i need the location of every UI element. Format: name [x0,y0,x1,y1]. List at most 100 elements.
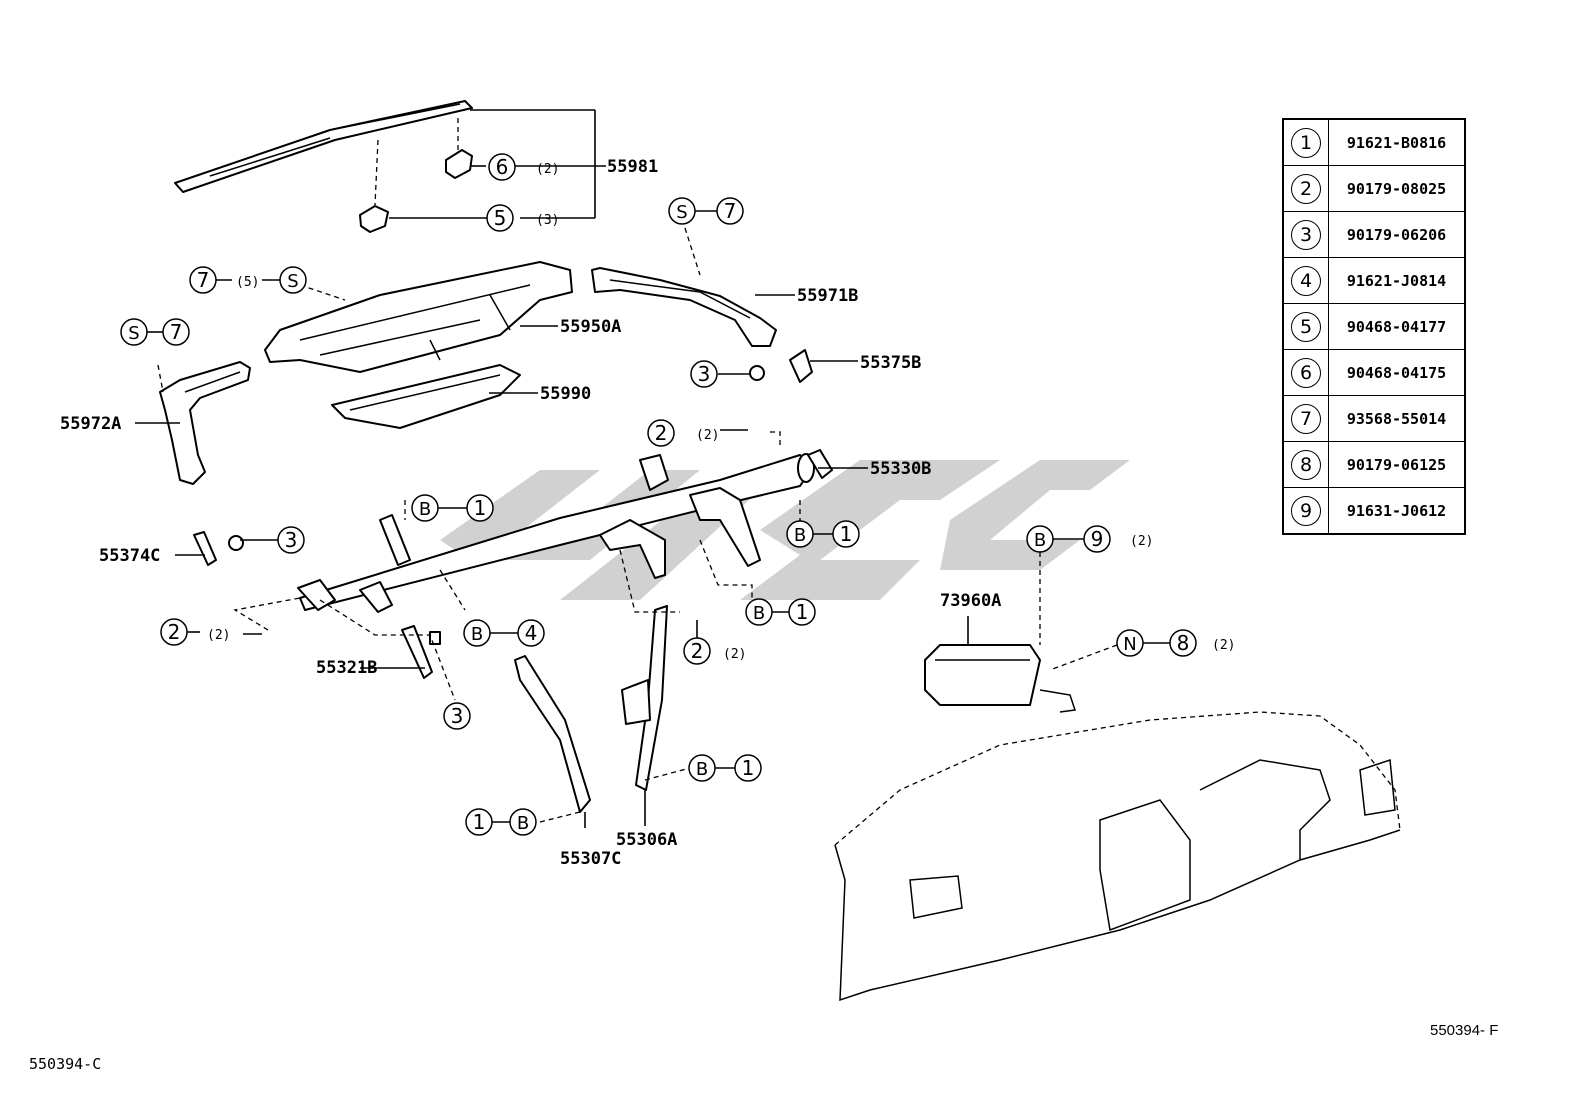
bracket-55374C [193,531,244,566]
callout-number: 7 [170,320,183,344]
label-55950A: 55950A [560,317,621,337]
qty-label: (3) [536,213,559,228]
parts-table-code: 91631-J0612 [1328,487,1466,535]
defroster-nozzle-55981 [174,100,473,233]
parts-table-code: 91621-J0814 [1328,257,1466,304]
part-labels: 55981 55971B 55950A 55375B 55990 55972A … [60,157,1001,869]
callout-number: 1 [742,756,755,780]
ref-number: 9 [1291,495,1321,526]
ref-number: 1 [1291,127,1321,158]
parts-table-ref: 8 [1282,441,1329,488]
callout-number: 7 [197,268,210,292]
callout-letter: B [753,603,765,624]
brace-55307C [514,655,591,813]
callout-number: 2 [168,620,181,644]
callout-letter: B [517,813,529,834]
callout-letter: S [128,323,139,344]
callout-letter: S [287,271,298,292]
parts-table-ref: 4 [1282,257,1329,304]
ref-number: 7 [1291,403,1321,434]
callout-number: 1 [796,600,809,624]
callout-letter: B [794,525,806,546]
callout-letter: N [1123,634,1136,655]
parts-table-ref: 2 [1282,165,1329,212]
ref-number: 5 [1291,311,1321,342]
qty-label: (2) [207,628,230,643]
drawing-code-right: 550394- F [1430,1022,1499,1039]
airbag-assembly-73960A [924,644,1076,713]
callout-letter: B [696,759,708,780]
ref-number: 4 [1291,265,1321,296]
qty-label: (2) [1130,534,1153,549]
label-73960A: 73960A [940,591,1001,611]
label-55374C: 55374C [99,546,160,566]
bracket-55375B [749,349,813,383]
label-55330B: 55330B [870,459,931,479]
parts-table-ref: 1 [1282,118,1329,166]
qty-label: (2) [696,428,719,443]
brace-55306A [621,605,668,791]
callout-number: 6 [496,155,509,179]
qty-label: (2) [536,162,559,177]
parts-table-code: 93568-55014 [1328,395,1466,442]
callout-number: 9 [1091,527,1104,551]
ref-number: 2 [1291,173,1321,204]
callout-number: 1 [474,496,487,520]
parts-table-code: 90179-06125 [1328,441,1466,488]
callout-number: 8 [1177,631,1190,655]
callout-number: 3 [698,362,711,386]
parts-table-ref: 9 [1282,487,1329,535]
instrument-panel-outline [834,711,1401,1002]
drawing-code-left: 550394-C [29,1055,102,1073]
callout-number: 7 [724,199,737,223]
label-55321B: 55321B [316,658,377,678]
qty-label: (2) [723,647,746,662]
ref-number: 3 [1291,219,1321,250]
parts-table-code: 90179-06206 [1328,211,1466,258]
parts-table-code: 90468-04175 [1328,349,1466,396]
callout-number: 2 [655,421,668,445]
instrument-panel-reinforcement-55330B [297,449,833,613]
callout-letter: B [419,499,431,520]
label-55981: 55981 [607,157,658,177]
heater-duct-55950A [264,261,573,373]
ref-number: 8 [1291,449,1321,480]
callout-number: 2 [691,639,704,663]
callout-number: 1 [473,810,486,834]
callout-number: 3 [451,704,464,728]
label-55972A: 55972A [60,414,121,434]
parts-table-ref: 3 [1282,211,1329,258]
callout-letter: S [676,202,687,223]
side-duct-55972A [159,361,251,485]
label-55971B: 55971B [797,286,858,306]
parts-table-code: 91621-B0816 [1328,118,1466,166]
parts-table-ref: 5 [1282,303,1329,350]
callout-number: 4 [525,621,538,645]
parts-table-ref: 6 [1282,349,1329,396]
qty-label: (5) [236,275,259,290]
ref-number: 6 [1291,357,1321,388]
callout-number: 3 [285,528,298,552]
callout-letter: B [1034,530,1046,551]
label-55375B: 55375B [860,353,921,373]
label-55990: 55990 [540,384,591,404]
callouts: 6 5 S 7 7 S S 7 3 2 B 1 B [120,153,1197,836]
leader-lines [135,109,1118,828]
garnish-55990 [331,364,521,429]
callout-number: 1 [840,522,853,546]
label-55306A: 55306A [616,830,677,850]
parts-table-code: 90179-08025 [1328,165,1466,212]
parts-table-ref: 7 [1282,395,1329,442]
side-duct-55971B [591,267,777,347]
callout-letter: B [471,624,483,645]
